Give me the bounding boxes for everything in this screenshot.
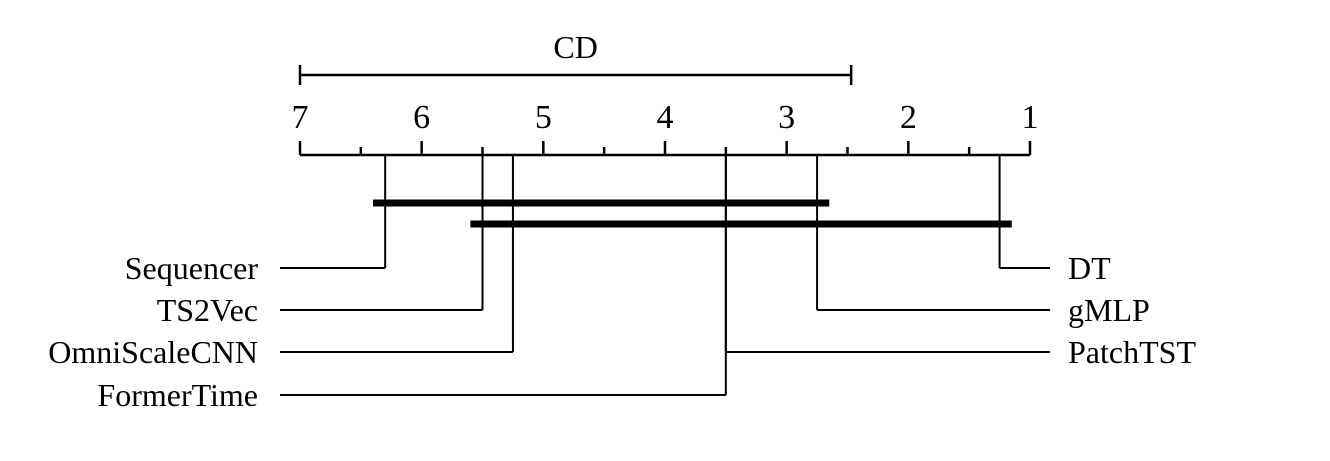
connector-omniscalecnn: [280, 155, 514, 353]
tick-label-3: 3: [778, 99, 795, 136]
method-label-sequencer: Sequencer: [125, 250, 259, 286]
method-label-patchtst: PatchTST: [1068, 334, 1196, 370]
method-label-omniscalecnn: OmniScaleCNN: [48, 334, 258, 370]
connector-sequencer: [280, 155, 387, 269]
connector-ts2vec: [280, 155, 484, 311]
method-connectors: [280, 155, 1050, 396]
axis-tick-labels: 7 6 5 4 3 2 1: [292, 99, 1039, 136]
connector-formertime: [280, 155, 727, 396]
tick-label-6: 6: [413, 99, 430, 136]
axis-ticks: [298, 141, 1032, 155]
tick-label-2: 2: [900, 99, 917, 136]
tick-label-5: 5: [535, 99, 552, 136]
method-label-gmlp: gMLP: [1068, 292, 1150, 328]
connector-patchtst: [724, 155, 1050, 353]
method-labels: Sequencer TS2Vec OmniScaleCNN FormerTime…: [48, 250, 1196, 413]
method-label-dt: DT: [1068, 250, 1111, 286]
connector-dt: [998, 155, 1050, 269]
connector-gmlp: [816, 155, 1050, 311]
tick-label-7: 7: [292, 99, 309, 136]
clique-bars: [373, 199, 1012, 228]
method-label-formertime: FormerTime: [97, 377, 258, 413]
method-label-ts2vec: TS2Vec: [157, 292, 258, 328]
cd-bar: CD: [298, 29, 853, 85]
cd-label: CD: [553, 29, 597, 65]
tick-label-4: 4: [657, 99, 674, 136]
tick-label-1: 1: [1022, 99, 1039, 136]
rank-axis: 7 6 5 4 3 2 1: [292, 99, 1039, 157]
